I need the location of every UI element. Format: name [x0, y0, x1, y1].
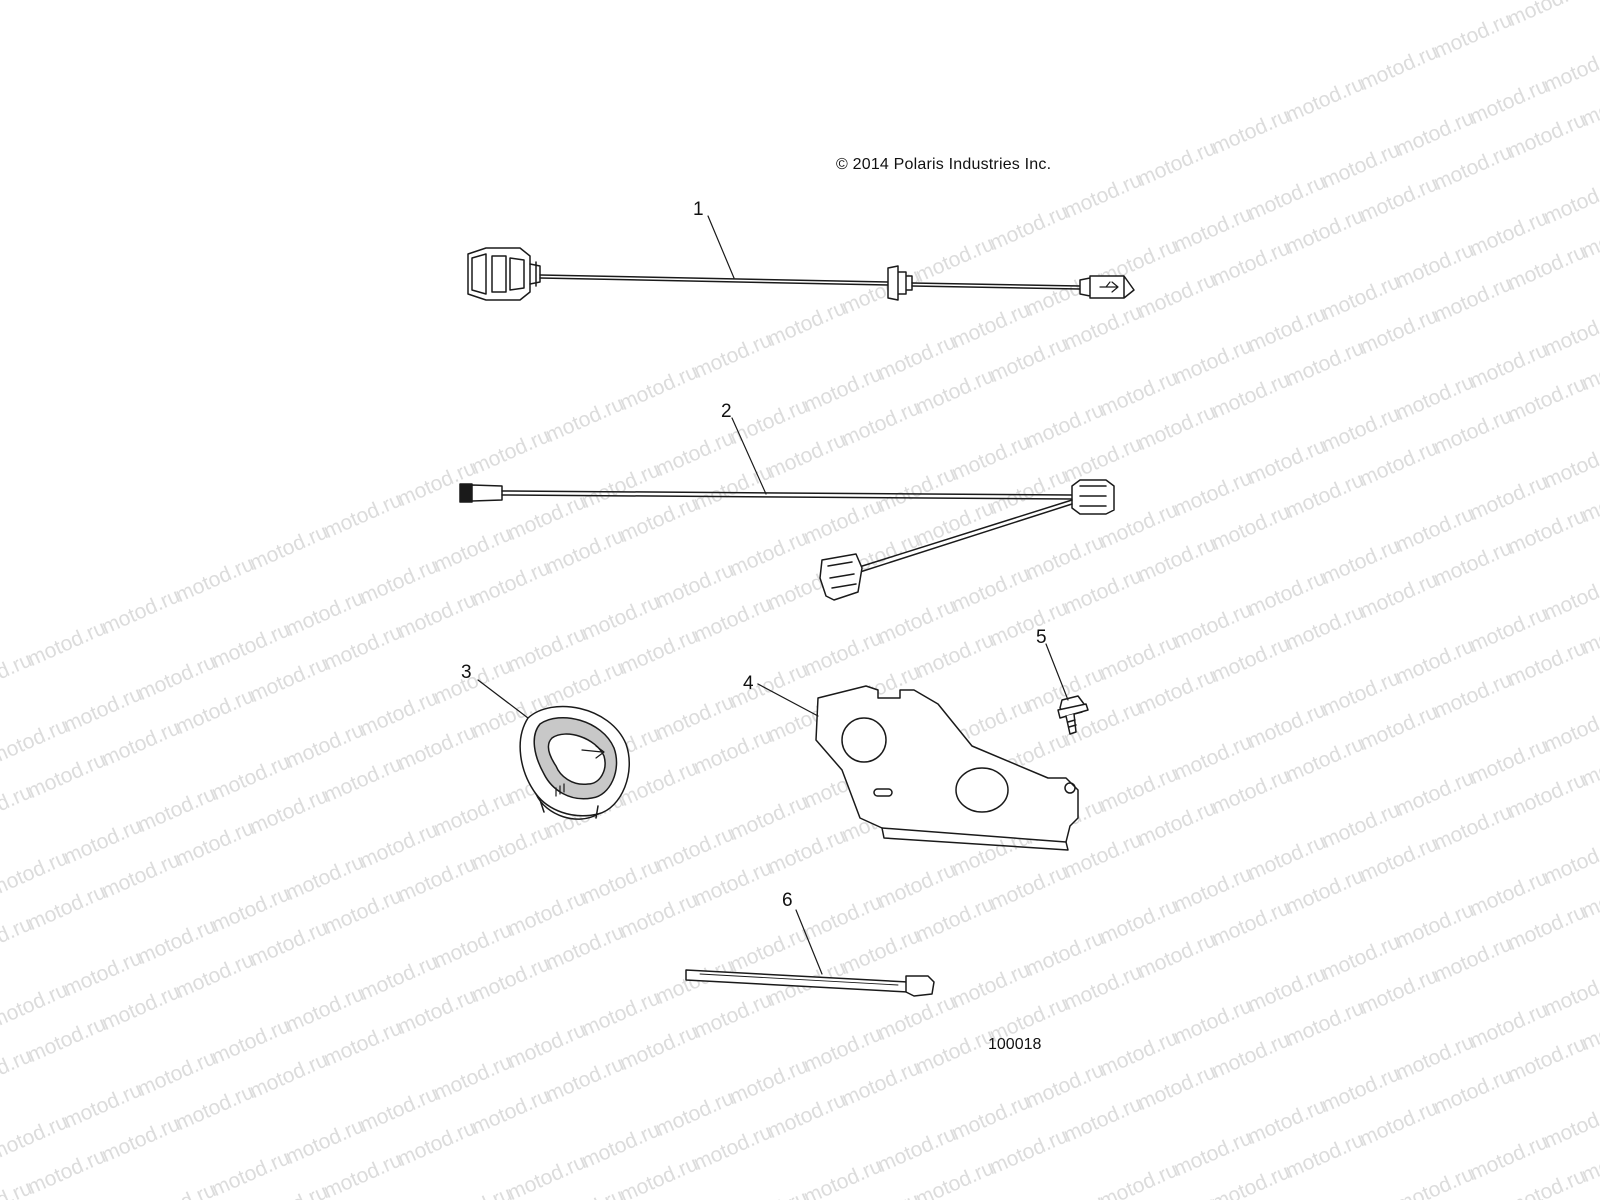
part-3-opening [547, 733, 606, 785]
part-5-shank [1065, 713, 1077, 735]
copyright-notice: © 2014 Polaris Industries Inc. [836, 156, 1052, 173]
part-3-rim [535, 793, 599, 820]
part-1-grommet [887, 265, 913, 301]
part-1-harness[interactable] [467, 247, 1135, 301]
part-4-tab-hole [1064, 782, 1076, 794]
part-6-strap [685, 969, 909, 993]
leader-1 [707, 215, 735, 279]
leader-5 [1045, 643, 1069, 701]
tab-marks-icon [555, 783, 565, 797]
usb-symbol-icon [1099, 281, 1119, 293]
leader-6 [795, 909, 823, 975]
part-6-head [905, 975, 935, 997]
part-1-connector-body [471, 253, 525, 295]
part-1-connector [467, 247, 531, 301]
callout-4: 4 [743, 673, 754, 694]
callout-1: 1 [693, 199, 704, 220]
part-4-slot [873, 788, 893, 797]
leader-2 [731, 417, 767, 495]
part-2-branch-connector [819, 553, 863, 601]
callout-3: 3 [461, 662, 472, 683]
part-4-hole-large [841, 717, 887, 763]
part-4-plate [815, 685, 1079, 843]
arrow-symbol-icon [581, 745, 605, 759]
part-1-wire-2 [911, 282, 1081, 290]
callout-2: 2 [721, 401, 732, 422]
part-5-bolt[interactable] [1057, 695, 1089, 735]
part-2-branch-wire [855, 499, 1073, 573]
part-3-grommet[interactable] [519, 705, 630, 820]
part-6-strap-ribs [699, 973, 899, 986]
callout-numbers: 1 2 3 4 5 6 [461, 199, 1047, 911]
part-2-left-boot [471, 484, 503, 502]
leader-3 [477, 679, 529, 719]
callout-6: 6 [782, 890, 793, 911]
callout-5: 5 [1036, 627, 1047, 648]
part-1-wire [539, 274, 889, 286]
part-2-left-plug [459, 483, 473, 503]
part-2-right-connector [1071, 479, 1115, 515]
part-1-connector-latch [529, 261, 541, 287]
part-5-washer [1057, 703, 1089, 719]
part-2-y-harness[interactable] [459, 479, 1115, 601]
leader-lines [477, 215, 1069, 975]
figure-id: 100018 [988, 1036, 1042, 1053]
part-2-main-wire [501, 490, 1073, 500]
part-4-hole-right [955, 767, 1009, 813]
part-4-flange [881, 827, 1069, 851]
part-6-cable-tie[interactable] [685, 969, 935, 997]
part-4-bracket[interactable] [815, 685, 1079, 851]
leader-4 [757, 683, 819, 717]
